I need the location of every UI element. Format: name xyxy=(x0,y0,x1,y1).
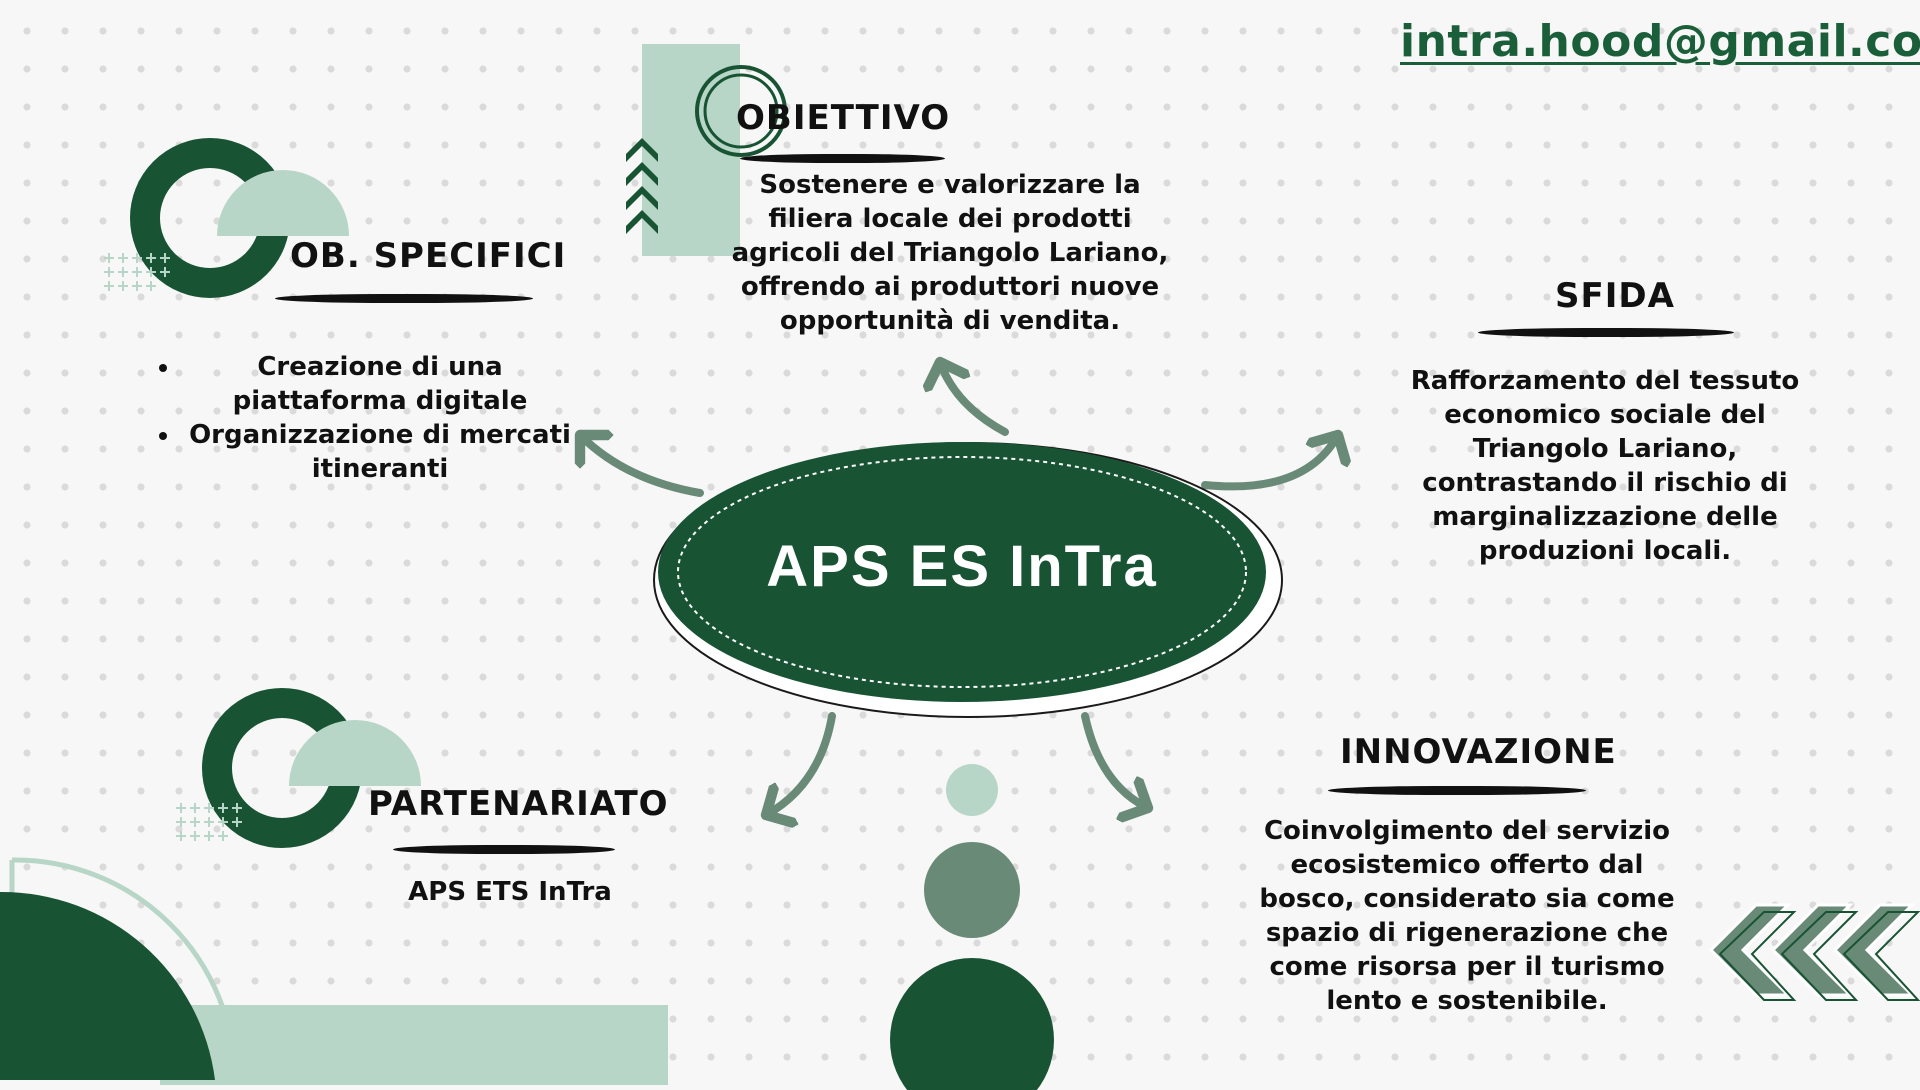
plus-grid-icon xyxy=(176,803,242,841)
center-ellipse xyxy=(653,442,1283,718)
partenariato-text: APS ETS InTra xyxy=(408,877,612,907)
list-item: Organizzazione di mercati itineranti xyxy=(159,418,595,486)
arrow-icon xyxy=(1081,712,1148,808)
innovazione-heading: INNOVAZIONE xyxy=(1340,732,1617,772)
partenariato-underline xyxy=(393,845,615,854)
partenariato-heading: PARTENARIATO xyxy=(368,784,669,824)
half-circle-icon xyxy=(289,720,421,786)
chevron-left-icon xyxy=(1708,903,1920,1001)
sfida-text: Rafforzamento del tessuto economico soci… xyxy=(1410,366,1800,566)
decor-stacked-circles xyxy=(890,764,1054,1090)
half-circle-icon xyxy=(217,170,349,236)
innovazione-text: Coinvolgimento del servizio ecosistemico… xyxy=(1259,816,1675,1016)
arrow-icon xyxy=(1201,435,1338,491)
chevron-up-icon xyxy=(626,138,658,234)
list-item: Creazione di una piattaforma digitale xyxy=(159,350,595,418)
center-title: APS ES InTra xyxy=(766,534,1158,599)
arrow-icon xyxy=(580,435,704,497)
obiettivo-underline xyxy=(740,154,945,163)
sfida-underline xyxy=(1478,328,1734,337)
plus-grid-icon xyxy=(104,253,170,291)
ob-specifici-list: Creazione di una piattaforma digitale Or… xyxy=(159,350,595,486)
sfida-heading: SFIDA xyxy=(1555,276,1675,316)
decor-bottom-left xyxy=(0,857,668,1085)
arrow-icon xyxy=(766,712,836,815)
obiettivo-heading: OBIETTIVO xyxy=(736,98,951,138)
obiettivo-text: Sostenere e valorizzare la filiera local… xyxy=(731,170,1169,336)
ob-specifici-underline xyxy=(275,294,533,303)
arrow-icon xyxy=(940,362,1009,436)
innovazione-underline xyxy=(1328,786,1586,795)
contact-email[interactable]: intra.hood@gmail.com xyxy=(1400,16,1920,67)
decor-objective-block xyxy=(642,44,787,256)
ob-specifici-heading: OB. SPECIFICI xyxy=(290,236,567,276)
